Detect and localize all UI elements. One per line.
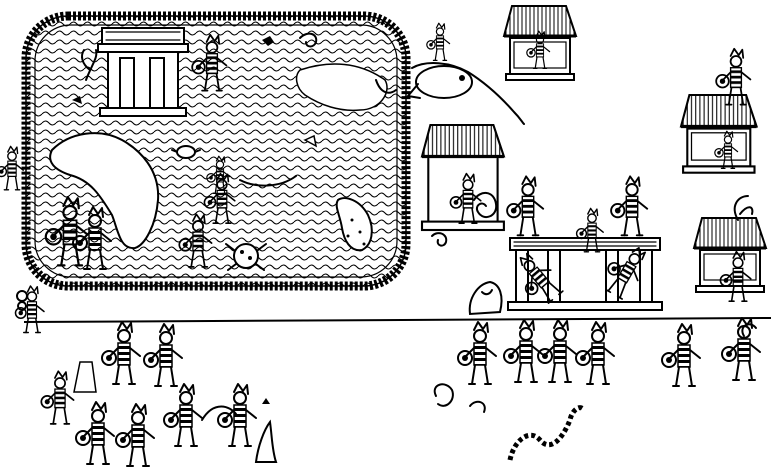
- seated-figure-hill: [426, 22, 451, 62]
- warrior-lower-1: [101, 321, 141, 385]
- plant-left: [81, 49, 98, 81]
- snail-shell: [299, 32, 318, 48]
- cliff-bead: [16, 290, 28, 311]
- warrior-right-3: [537, 319, 577, 383]
- warrior-lower-7: [217, 383, 257, 447]
- roof-fighter-1: [506, 175, 545, 237]
- procession-left: [40, 321, 278, 467]
- fallen-figure-left: [468, 280, 503, 316]
- hut-top-right: [679, 93, 759, 175]
- rope-line: [201, 405, 237, 421]
- speech-scroll-2: [469, 400, 486, 413]
- feather-plant: [733, 195, 754, 221]
- warrior-right-1: [457, 321, 497, 385]
- warrior-right-4: [575, 321, 615, 385]
- procession-right: [433, 317, 761, 461]
- wave-swirl: [375, 79, 397, 94]
- bird-shape: [262, 36, 274, 46]
- warrior-lower-4: [75, 401, 115, 465]
- turtle-creature: [171, 145, 201, 159]
- warrior-lower-5: [115, 403, 155, 467]
- ground-line: [23, 317, 771, 323]
- crab-creature: [225, 243, 267, 271]
- dog-figure: [254, 419, 278, 463]
- warrior-lower-2: [143, 323, 183, 387]
- speech-scroll-1: [433, 383, 454, 407]
- warrior-right-2: [503, 319, 543, 383]
- fish-2: [303, 134, 318, 148]
- warrior-lower-3: [40, 370, 75, 425]
- warrior-lower-6: [163, 383, 203, 447]
- robe-figure: [73, 361, 97, 393]
- fish-1: [72, 96, 82, 104]
- roof-fighter-2: [610, 175, 649, 237]
- warrior-right-5: [661, 323, 701, 387]
- small-glyph-lower: [262, 398, 270, 404]
- island-shape: [49, 132, 160, 250]
- lake-temple: [97, 27, 189, 117]
- serpent-figure: [507, 405, 587, 461]
- jaguar-creature: [335, 197, 373, 252]
- boat-shape: [239, 175, 297, 187]
- hut-middle-left: [420, 123, 506, 232]
- edge-figure-left: [0, 145, 24, 191]
- hill-glyph: [407, 62, 525, 125]
- hut-bottom-right: [692, 216, 768, 294]
- shore-cut: [295, 63, 388, 112]
- spiral-glyph: [431, 192, 498, 247]
- speech-scroll-3: [741, 323, 757, 337]
